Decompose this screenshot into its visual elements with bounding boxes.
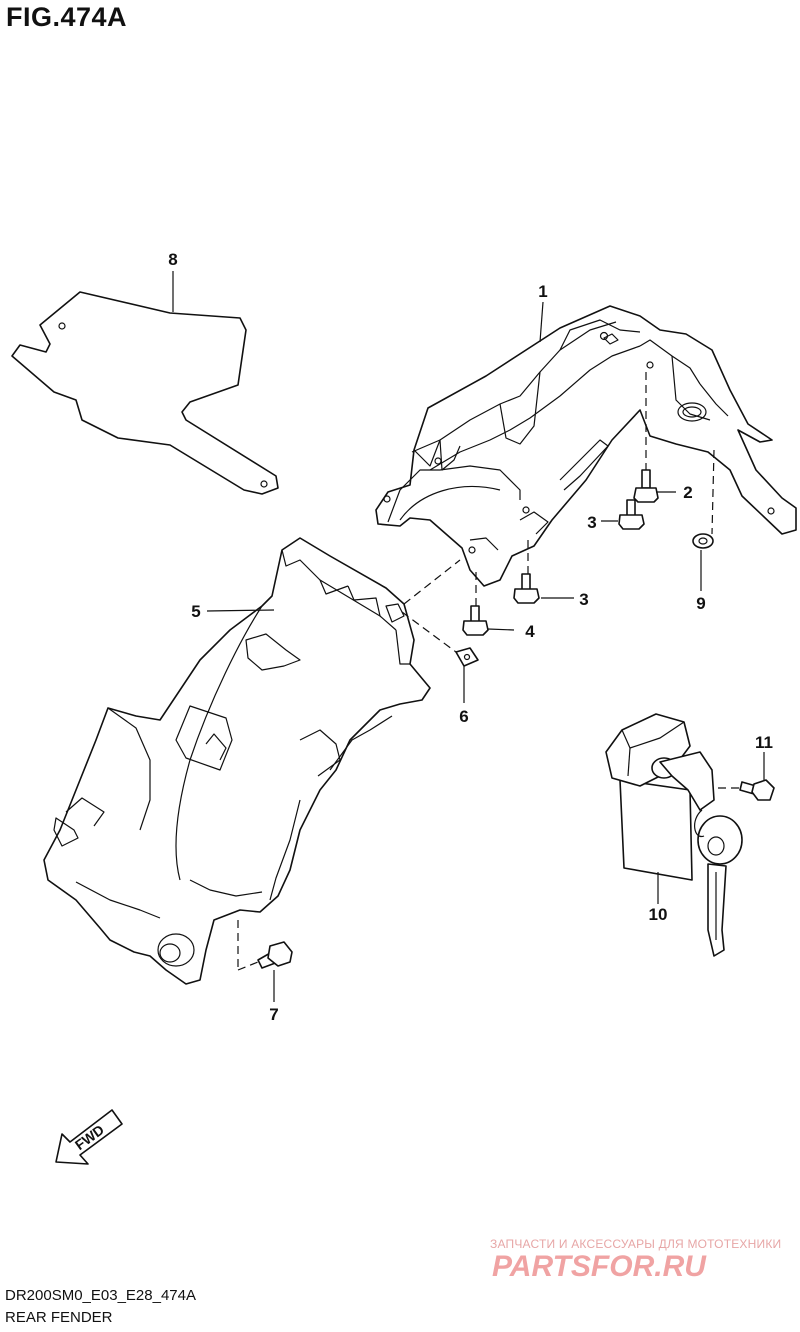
callout-labels: 8 1 2 3 3 4 5 6 7 9 10 11: [168, 250, 773, 1024]
part-5-rear-fender-lower: [43, 537, 431, 985]
callout-4: 4: [525, 622, 535, 641]
figure-code: DR200SM0_E03_E28_474A: [5, 1287, 196, 1304]
callout-2: 2: [683, 483, 692, 502]
part-1-rear-fender-upper: [375, 305, 797, 587]
part-7-bolt: [257, 941, 293, 969]
callout-5: 5: [191, 602, 200, 621]
callout-6: 6: [459, 707, 468, 726]
part-6-clip-nut: [455, 647, 479, 667]
figure-name: REAR FENDER: [5, 1309, 113, 1326]
callout-3a: 3: [587, 513, 596, 532]
callout-10: 10: [649, 905, 668, 924]
callout-3b: 3: [579, 590, 588, 609]
part-3b-bolt: [513, 573, 540, 604]
part-8-sheet: [11, 291, 279, 495]
part-2-bolt: [633, 469, 659, 503]
figure-title: FIG.474A: [6, 2, 128, 32]
part-11-screw: [739, 779, 775, 801]
fwd-arrow-icon: FWD: [55, 1109, 123, 1165]
part-4-bolt: [462, 605, 489, 636]
callout-1: 1: [538, 282, 547, 301]
watermark-tagline: ЗАПЧАСТИ И АКСЕССУАРЫ ДЛЯ МОТОТЕХНИКИ: [490, 1237, 782, 1251]
part-3a-bolt: [618, 499, 645, 530]
callout-7: 7: [269, 1005, 278, 1024]
part-9-washer: [692, 533, 714, 549]
watermark-logo: PARTSFOR.RU: [492, 1250, 706, 1283]
callout-8: 8: [168, 250, 177, 269]
leader-lines: [172, 271, 765, 1002]
callout-11: 11: [755, 733, 773, 752]
callout-9: 9: [696, 594, 705, 613]
part-10-helmet-lock: [605, 713, 743, 957]
